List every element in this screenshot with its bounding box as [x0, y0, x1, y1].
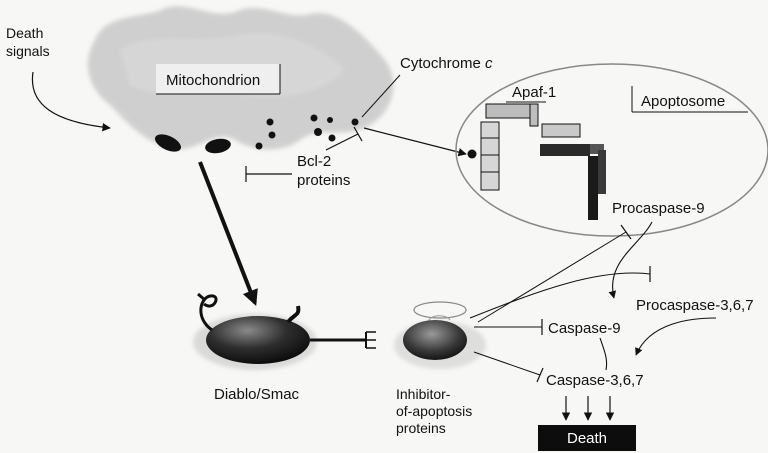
- diablo-smac-protein: [193, 294, 317, 370]
- cytochrome-dot: [269, 132, 276, 139]
- iap-protein: [394, 302, 486, 369]
- procaspase9-label: Procaspase-9: [612, 200, 705, 217]
- release-to-diablo-arrow: [200, 162, 255, 303]
- cytochrome-dot: [314, 128, 322, 136]
- iap-inhibit-procaspase9-bar: [621, 225, 631, 239]
- iap-label-line2: of-apoptosis: [396, 403, 472, 419]
- apoptosome-label: Apoptosome: [641, 93, 725, 110]
- cytochrome-c-label: Cytochrome c: [400, 55, 493, 72]
- death-label: Death: [567, 430, 607, 447]
- bcl2-label-line1: Bcl-2: [297, 153, 331, 170]
- procaspase367-to-caspase367-arrow: [636, 318, 716, 355]
- iap-label-line1: Inhibitor-: [396, 386, 451, 402]
- procaspase367-label: Procaspase-3,6,7: [636, 297, 754, 314]
- iap-label-line3: proteins: [396, 420, 446, 436]
- apaf1-label: Apaf-1: [512, 84, 556, 101]
- death-signals-label-line1: Death: [6, 25, 43, 41]
- iap-inhibit-caspase367-bar: [537, 368, 543, 382]
- cytochrome-dot: [267, 119, 274, 126]
- diablo-smac-label: Diablo/Smac: [214, 386, 300, 403]
- cytochrome-dot: [311, 115, 318, 122]
- iap-inhibit-procaspase9-line: [478, 232, 626, 322]
- cytochrome-to-apoptosome-arrow: [364, 128, 466, 154]
- cytochrome-dot: [352, 119, 359, 126]
- cytochrome-dot: [329, 135, 336, 142]
- mitochondrion-label: Mitochondrion: [166, 72, 260, 89]
- iap-inhibit-procaspase367-line: [470, 273, 650, 318]
- death-signals-label-line2: signals: [6, 43, 50, 59]
- caspase367-label: Caspase-3,6,7: [546, 372, 644, 389]
- bcl2-label-line2: proteins: [297, 172, 350, 189]
- cytochrome-dot: [327, 117, 333, 123]
- cytochrome-dot: [256, 143, 263, 150]
- caspase9-label: Caspase-9: [548, 320, 621, 337]
- iap-inhibit-caspase367-line: [474, 352, 540, 375]
- caspase9-to-caspase367-link: [600, 338, 607, 370]
